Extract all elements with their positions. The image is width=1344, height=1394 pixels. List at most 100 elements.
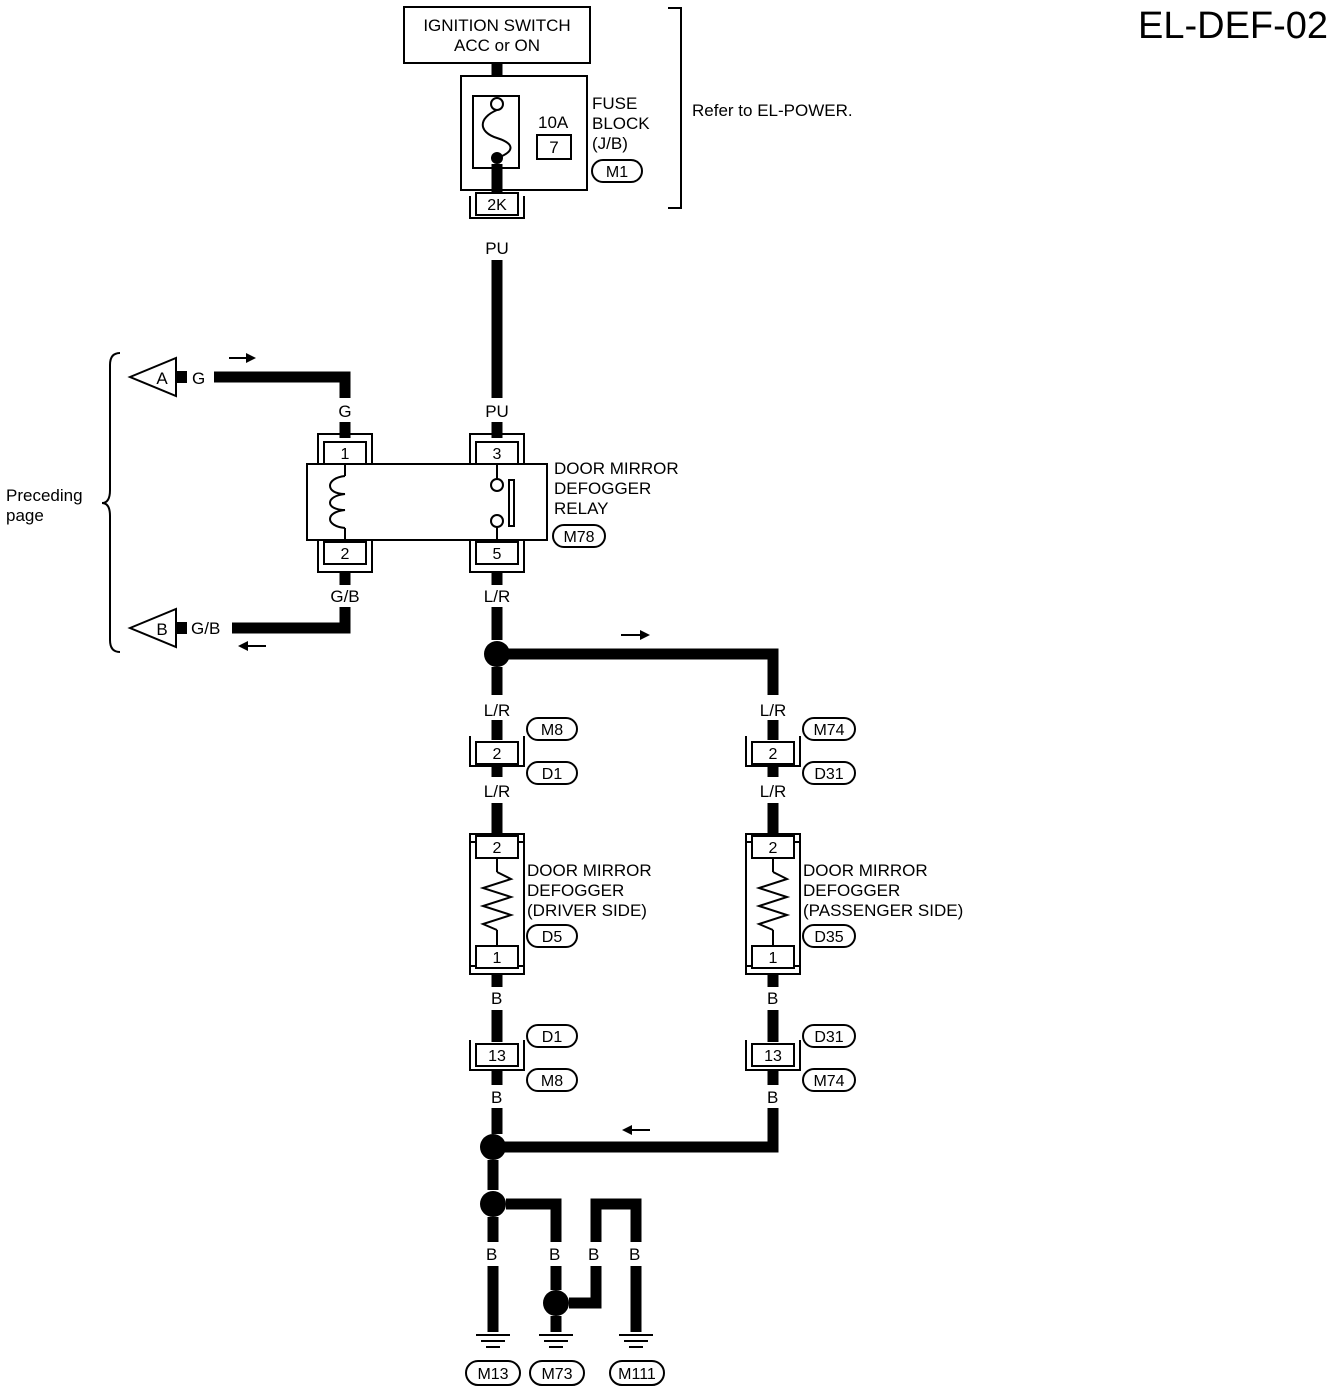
driver-joint-bottom-lower-badge bbox=[526, 1068, 578, 1092]
wire-label-b-passenger-2: B bbox=[767, 1088, 778, 1107]
wire-label-lr-passenger-2: L/R bbox=[760, 782, 786, 801]
driver-resistor-icon bbox=[479, 871, 515, 931]
wire-label-lr-driver-1: L/R bbox=[484, 701, 510, 720]
relay-pin-1-bracket bbox=[317, 433, 373, 464]
passenger-defogger-label-3: (PASSENGER SIDE) bbox=[803, 901, 963, 920]
wire-label-pu-bottom: PU bbox=[485, 402, 509, 421]
wire-lr-passenger bbox=[497, 648, 779, 695]
driver-defogger-pin-top: 2 bbox=[493, 840, 502, 857]
wire-label-gb-top: G/B bbox=[330, 587, 359, 606]
passenger-joint-bottom-lower-badge bbox=[802, 1068, 856, 1092]
passenger-joint-top-pin: 2 bbox=[769, 746, 778, 763]
relay-pin-3-label: 3 bbox=[493, 446, 502, 463]
terminal-a-arrow-icon bbox=[127, 356, 177, 398]
passenger-joint-bottom-lower-id: M74 bbox=[813, 1073, 844, 1090]
ground-m73-id: M73 bbox=[541, 1366, 572, 1383]
relay-box bbox=[306, 463, 548, 541]
passenger-joint-bottom-pin: 13 bbox=[764, 1048, 782, 1065]
current-arrow-icon bbox=[229, 353, 256, 363]
ground-icon bbox=[619, 1334, 653, 1348]
relay-pin-5-box bbox=[475, 541, 519, 565]
relay-pin-2-box bbox=[323, 541, 367, 565]
passenger-joint-bottom-upper-badge bbox=[802, 1024, 856, 1048]
terminal-b-stub bbox=[177, 622, 187, 634]
current-arrow-icon bbox=[238, 641, 266, 651]
wire-label-gb-left: G/B bbox=[191, 619, 220, 638]
wire-ground-m73-top bbox=[506, 1198, 562, 1242]
current-arrow-icon bbox=[622, 1125, 650, 1135]
ignition-switch-mode: ACC or ON bbox=[454, 36, 540, 55]
wire-label-b-m73: B bbox=[549, 1245, 560, 1264]
driver-defogger-pin-bottom: 1 bbox=[493, 950, 502, 967]
wire-label-b-driver-1: B bbox=[491, 989, 502, 1008]
relay-label-3: RELAY bbox=[554, 499, 609, 518]
passenger-joint-bottom-box bbox=[751, 1043, 795, 1067]
wire-label-b-m73-2: B bbox=[588, 1245, 599, 1264]
passenger-resistor-icon bbox=[755, 871, 791, 931]
fuse-block-label-2: BLOCK bbox=[592, 114, 650, 133]
driver-joint-top-pin: 2 bbox=[493, 746, 502, 763]
splice-ground-3 bbox=[543, 1290, 569, 1316]
driver-joint-top-upper-id: M8 bbox=[541, 722, 563, 739]
refer-note: Refer to EL-POWER. bbox=[692, 101, 853, 120]
wire-gb bbox=[232, 607, 351, 634]
ground-m111-badge bbox=[609, 1360, 665, 1386]
passenger-defogger-pin-bottom: 1 bbox=[769, 950, 778, 967]
passenger-defogger-label-1: DOOR MIRROR bbox=[803, 861, 928, 880]
preceding-page-brace bbox=[101, 352, 121, 653]
fuse-element-icon bbox=[481, 109, 512, 159]
driver-defogger-connector-id: D5 bbox=[542, 929, 563, 946]
splice-ground-2 bbox=[480, 1191, 506, 1217]
ground-icon bbox=[476, 1334, 510, 1348]
passenger-defogger-pin-bottom-box bbox=[751, 945, 795, 969]
driver-defogger-label-2: DEFOGGER bbox=[527, 881, 624, 900]
driver-joint-top-lower-badge bbox=[526, 761, 578, 785]
driver-joint-bottom-pin: 13 bbox=[488, 1048, 506, 1065]
passenger-defogger-connector-id: D35 bbox=[814, 929, 843, 946]
relay-label-2: DEFOGGER bbox=[554, 479, 651, 498]
relay-connector-badge bbox=[552, 524, 606, 548]
driver-joint-bottom-box bbox=[475, 1043, 519, 1067]
driver-defogger-pin-bottom-box bbox=[475, 945, 519, 969]
wire-label-b-driver-2: B bbox=[491, 1088, 502, 1107]
fuse-number-box bbox=[536, 134, 572, 160]
wire-label-b-m111: B bbox=[629, 1245, 640, 1264]
fuse-block-label-1: FUSE bbox=[592, 94, 637, 113]
passenger-joint-top-box bbox=[751, 741, 795, 765]
driver-joint-bottom-upper-badge bbox=[526, 1024, 578, 1048]
driver-defogger-label-3: (DRIVER SIDE) bbox=[527, 901, 647, 920]
passenger-defogger-top-bracket bbox=[745, 833, 801, 842]
terminal-b-label: B bbox=[156, 620, 167, 639]
wire-label-g-left: G bbox=[192, 369, 205, 388]
wire-label-g-right: G bbox=[338, 402, 351, 421]
wire-label-b-passenger-1: B bbox=[767, 989, 778, 1008]
wire-label-lr-driver-2: L/R bbox=[484, 782, 510, 801]
wire-label-pu-top: PU bbox=[485, 239, 509, 258]
terminal-b-arrow-icon bbox=[127, 607, 177, 649]
refer-bracket bbox=[668, 7, 682, 209]
fuse-top-terminal bbox=[490, 97, 504, 111]
ground-m13-badge bbox=[465, 1360, 521, 1386]
fuse-rating: 10A bbox=[538, 113, 569, 132]
splice-ground-1 bbox=[480, 1134, 506, 1160]
relay-switch-contact-bottom bbox=[490, 514, 504, 528]
relay-pin-1-label: 1 bbox=[341, 446, 350, 463]
terminal-2k-bracket bbox=[469, 196, 525, 219]
driver-defogger-top-bracket bbox=[469, 833, 525, 842]
terminal-a-label: A bbox=[156, 369, 168, 388]
ground-m111-id: M111 bbox=[618, 1366, 656, 1383]
terminal-a-stub bbox=[177, 371, 187, 383]
driver-joint-top-upper-badge bbox=[526, 717, 578, 741]
passenger-defogger-label-2: DEFOGGER bbox=[803, 881, 900, 900]
fuse-bottom-terminal bbox=[491, 152, 503, 164]
wire-ground-m73-b bbox=[569, 1266, 602, 1309]
fuse-connector-id: M1 bbox=[606, 164, 628, 181]
passenger-joint-top-lower-badge bbox=[802, 761, 856, 785]
fuse-number: 7 bbox=[549, 138, 558, 157]
preceding-label-1: Preceding bbox=[6, 486, 83, 505]
relay-label-1: DOOR MIRROR bbox=[554, 459, 679, 478]
relay-switch-blade bbox=[508, 479, 515, 527]
ignition-switch-box bbox=[403, 6, 591, 64]
passenger-joint-bottom-upper-id: D31 bbox=[814, 1029, 843, 1046]
passenger-joint-top-upper-badge bbox=[802, 717, 856, 741]
